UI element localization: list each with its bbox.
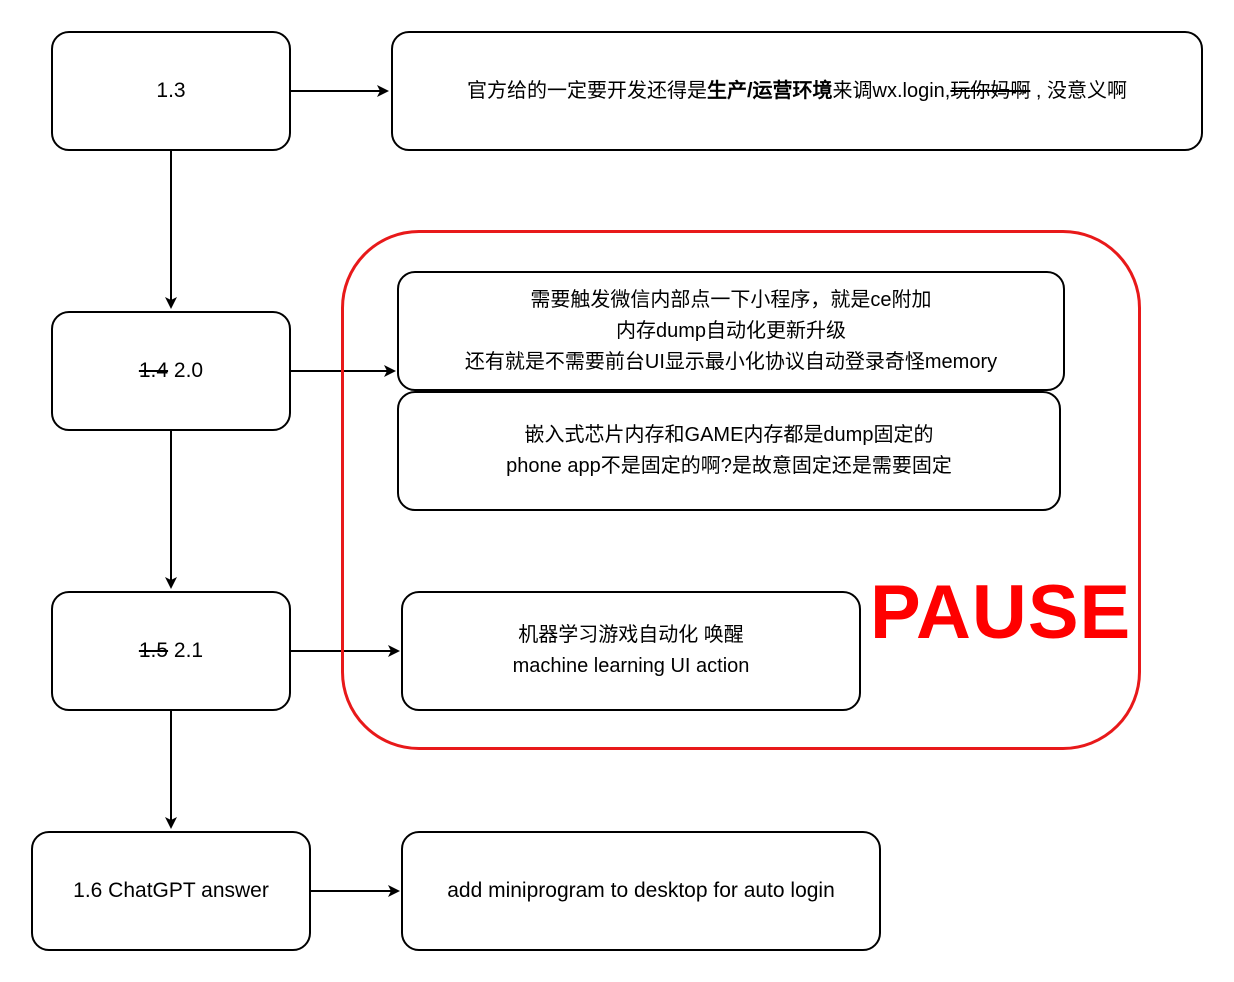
note-1-3-strike: 玩你妈啊 — [950, 80, 1031, 102]
note-line: machine learning UI action — [512, 655, 750, 677]
note-1-3-text: 官方给的一定要开发还得是生产/运营环境来调wx.login,玩你妈啊 , 没意义… — [467, 76, 1127, 106]
step-1-6-node[interactable]: 1.6 ChatGPT answer — [31, 831, 311, 951]
note-1-3-bold: 生产/运营环境 — [706, 80, 833, 102]
step-1-3-node[interactable]: 1.3 — [51, 31, 291, 151]
pause-group-frame — [341, 230, 1141, 750]
note-1-3-middle: 来调wx.login, — [832, 80, 951, 102]
note-2-0-b-text: 嵌入式芯片内存和GAME内存都是dump固定的 phone app不是固定的啊?… — [506, 420, 952, 482]
note-line: 还有就是不需要前台UI显示最小化协议自动登录奇怪memory — [464, 350, 998, 373]
note-line: 嵌入式芯片内存和GAME内存都是dump固定的 — [524, 424, 934, 446]
step-2-1-label: 1.5 2.1 — [139, 636, 203, 666]
note-2-1[interactable]: 机器学习游戏自动化 唤醒 machine learning UI action — [401, 591, 861, 711]
note-line: 内存dump自动化更新升级 — [615, 319, 846, 342]
note-2-0-a[interactable]: 需要触发微信内部点一下小程序，就是ce附加 内存dump自动化更新升级 还有就是… — [397, 271, 1065, 391]
note-1-6-text: add miniprogram to desktop for auto logi… — [447, 879, 835, 902]
note-line: 机器学习游戏自动化 唤醒 — [518, 624, 744, 646]
note-2-0-b[interactable]: 嵌入式芯片内存和GAME内存都是dump固定的 phone app不是固定的啊?… — [397, 391, 1061, 511]
step-new-number: 2.1 — [173, 639, 204, 662]
step-new-number: 2.0 — [173, 359, 204, 382]
step-1-6-label: 1.6 ChatGPT answer — [73, 879, 269, 902]
step-old-number: 1.4 — [138, 359, 169, 382]
step-1-3-label: 1.3 — [156, 79, 186, 102]
note-2-0-a-text: 需要触发微信内部点一下小程序，就是ce附加 内存dump自动化更新升级 还有就是… — [465, 285, 997, 378]
step-2-1-node[interactable]: 1.5 2.1 — [51, 591, 291, 711]
step-old-number: 1.5 — [138, 639, 169, 662]
note-1-3-prefix: 官方给的一定要开发还得是 — [466, 80, 707, 102]
note-line: phone app不是固定的啊?是故意固定还是需要固定 — [506, 455, 952, 477]
step-2-0-node[interactable]: 1.4 2.0 — [51, 311, 291, 431]
step-2-0-label: 1.4 2.0 — [139, 356, 203, 386]
note-line: 需要触发微信内部点一下小程序，就是ce附加 — [530, 288, 932, 311]
note-1-3-suffix: , 没意义啊 — [1030, 80, 1128, 102]
note-2-1-text: 机器学习游戏自动化 唤醒 machine learning UI action — [513, 620, 750, 682]
note-1-3[interactable]: 官方给的一定要开发还得是生产/运营环境来调wx.login,玩你妈啊 , 没意义… — [391, 31, 1203, 151]
note-1-6[interactable]: add miniprogram to desktop for auto logi… — [401, 831, 881, 951]
pause-label: PAUSE — [870, 570, 1132, 655]
